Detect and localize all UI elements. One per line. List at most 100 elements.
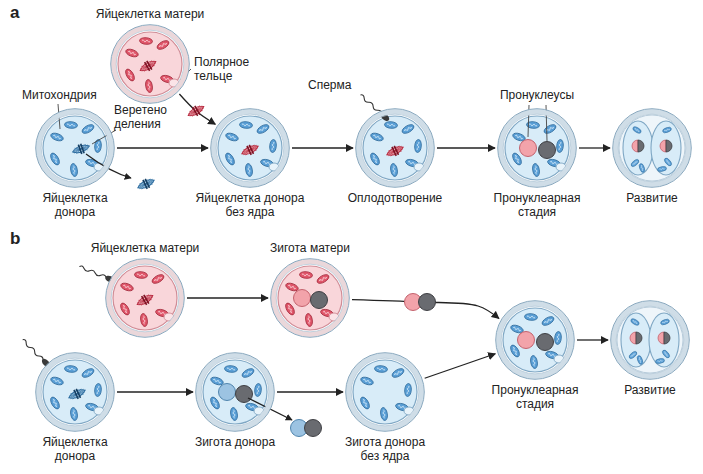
donor-egg bbox=[43, 116, 107, 180]
zona-outline bbox=[613, 109, 692, 188]
embryo bbox=[617, 307, 683, 373]
zona-inner bbox=[351, 358, 419, 426]
zona-ring bbox=[39, 356, 112, 429]
enucleated-donor-zygote bbox=[353, 360, 417, 424]
zona-outline bbox=[611, 301, 690, 380]
mother-egg bbox=[119, 271, 169, 327]
zona-pellucida bbox=[35, 352, 115, 432]
donor-egg bbox=[43, 116, 107, 180]
removed-pronuclei bbox=[291, 420, 322, 437]
donor-egg bbox=[43, 360, 107, 424]
mother-egg bbox=[118, 32, 182, 96]
mother-zygote bbox=[311, 292, 328, 309]
mother-zygote bbox=[278, 266, 342, 330]
cell-caption: Яйцеклетка донора bbox=[34, 191, 116, 219]
enucleated-donor-zygote bbox=[353, 360, 417, 424]
pronuclear-zygote bbox=[518, 332, 535, 349]
cell-node: Развитие bbox=[612, 108, 692, 188]
zona-pellucida bbox=[612, 108, 692, 188]
zona-outline bbox=[196, 353, 275, 432]
embryo bbox=[617, 307, 683, 373]
donor-egg bbox=[67, 386, 88, 403]
process-arrow bbox=[437, 147, 495, 148]
zona-ring bbox=[114, 28, 187, 101]
donor-egg bbox=[43, 360, 107, 424]
cell-node: Оплодотворение bbox=[355, 108, 435, 188]
zona-inner bbox=[116, 30, 184, 98]
cell-caption: Яйцеклетка донора bbox=[34, 435, 116, 463]
panel-letter: a bbox=[10, 4, 19, 22]
cell-node: Пронуклеарная стадия bbox=[495, 300, 575, 380]
mother-egg bbox=[118, 32, 182, 96]
zona-pellucida bbox=[497, 108, 577, 188]
zona-pellucida bbox=[110, 24, 190, 104]
transferred-pronuclei bbox=[405, 294, 436, 311]
zona-ring bbox=[39, 112, 112, 185]
cell-caption: Развитие bbox=[612, 191, 692, 205]
cell-caption: Пронуклеарная стадия bbox=[487, 191, 587, 219]
illustration bbox=[136, 176, 157, 193]
part-label: Веретено деления bbox=[114, 103, 178, 131]
zona-ring bbox=[616, 112, 689, 185]
zona-ring bbox=[501, 112, 574, 185]
donor-zygote bbox=[236, 386, 253, 403]
pronuclear-zygote bbox=[505, 116, 569, 180]
zona-inner bbox=[201, 358, 269, 426]
fertilized-egg bbox=[385, 143, 406, 160]
zona-inner bbox=[616, 306, 684, 374]
fertilized-egg bbox=[363, 116, 427, 180]
pronuclear-zygote bbox=[537, 334, 554, 351]
donor-zygote bbox=[203, 360, 267, 424]
mother-zygote bbox=[278, 266, 342, 330]
zona-outline bbox=[211, 109, 290, 188]
cell-node: Яйцеклетка донора bbox=[35, 108, 115, 188]
cell-node: Пронуклеарная стадия bbox=[497, 108, 577, 188]
process-arrow bbox=[117, 391, 193, 392]
pronuclear-zygote bbox=[520, 140, 537, 157]
cell-caption: Зигота матери bbox=[245, 241, 375, 255]
cell-node: Яйцеклетка донора bbox=[35, 352, 115, 432]
cell-node: Зигота донора bbox=[195, 352, 275, 432]
zona-outline bbox=[496, 301, 575, 380]
process-arrow bbox=[117, 147, 208, 148]
pronuclear-zygote bbox=[503, 308, 567, 372]
process-arrow bbox=[579, 147, 610, 148]
zona-ring bbox=[359, 112, 432, 185]
transferred-pronuclei bbox=[419, 294, 436, 311]
process-arrow bbox=[292, 147, 353, 148]
part-label: Митохондрия bbox=[22, 88, 97, 102]
cell-node: Яйцеклетка донора без ядра bbox=[210, 108, 290, 188]
cell-caption: Яйцеклетка донора без ядра bbox=[191, 191, 309, 219]
zona-pellucida bbox=[610, 300, 690, 380]
zona-pellucida bbox=[495, 300, 575, 380]
zona-outline bbox=[498, 109, 577, 188]
cell-caption: Зигота донора bbox=[180, 435, 290, 449]
embryo bbox=[619, 115, 685, 181]
zona-ring bbox=[274, 262, 347, 335]
cell-node: Яйцеклетка матери bbox=[110, 24, 190, 104]
fertilized-egg bbox=[363, 116, 427, 180]
zona-inner bbox=[276, 264, 344, 332]
zona-outline bbox=[36, 353, 115, 432]
cell-caption: Яйцеклетка матери bbox=[70, 241, 220, 255]
zona-inner bbox=[361, 114, 429, 182]
mother-zygote bbox=[284, 271, 334, 327]
zona-inner bbox=[503, 114, 571, 182]
zona-inner bbox=[41, 114, 109, 182]
zona-outline bbox=[356, 109, 435, 188]
cell-caption: Развитие bbox=[610, 383, 690, 397]
process-arrow bbox=[425, 354, 496, 378]
mother-zygote bbox=[294, 290, 311, 307]
cell-node: Зигота матери bbox=[270, 258, 350, 338]
cell-node: Зигота донора без ядра bbox=[345, 352, 425, 432]
enucleated-donor-egg bbox=[218, 116, 282, 180]
zona-inner bbox=[216, 114, 284, 182]
zona-inner bbox=[41, 358, 109, 426]
zona-outline bbox=[106, 259, 185, 338]
cell-caption: Оплодотворение bbox=[330, 191, 460, 205]
zona-ring bbox=[614, 304, 687, 377]
zona-ring bbox=[199, 356, 272, 429]
zona-outline bbox=[346, 353, 425, 432]
zona-pellucida bbox=[270, 258, 350, 338]
